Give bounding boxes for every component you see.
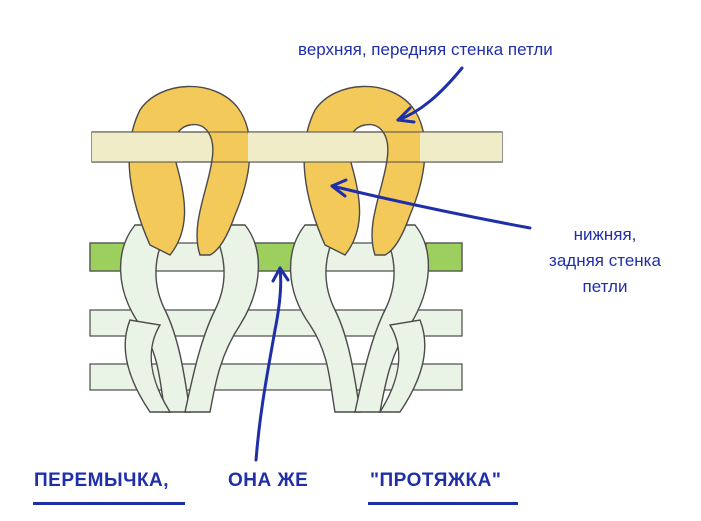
arrow-top-head	[396, 106, 416, 124]
label-bar: ПЕРЕМЫЧКА,	[34, 470, 170, 491]
label-top-wall: верхняя, передняя стенка петли	[298, 40, 553, 59]
stitch-right-b	[354, 224, 430, 413]
label-back-wall-line2: задняя стенка	[549, 251, 661, 270]
label-aka: ОНА ЖЕ	[228, 470, 309, 491]
label-drawn-thread: "ПРОТЯЖКА"	[370, 470, 502, 491]
arrow-top-line	[396, 66, 464, 122]
yellow-loops	[128, 85, 426, 256]
stitch-left-b	[184, 224, 260, 413]
bar-right	[425, 242, 463, 272]
label-back-wall-line3: петли	[582, 277, 628, 296]
arrow-right-line	[330, 184, 532, 230]
arrow-bottom-line	[254, 266, 283, 462]
lower-stitches	[119, 224, 430, 413]
label-drawn-thread-underline	[368, 502, 518, 505]
needle-front-left	[92, 132, 182, 162]
label-bar-underline	[33, 502, 185, 505]
label-back-wall-line1: нижняя,	[573, 225, 637, 244]
arrow-right-head	[330, 178, 348, 198]
arrow-bottom-head	[271, 266, 290, 283]
annotation-arrows	[254, 66, 532, 462]
needle-front-right	[420, 132, 502, 162]
label-back-wall: нижняя, задняя стенка петли	[520, 222, 690, 300]
stitch-right-top	[378, 319, 426, 413]
stitch-left-top	[124, 319, 172, 413]
needle-front-mid	[248, 132, 356, 162]
